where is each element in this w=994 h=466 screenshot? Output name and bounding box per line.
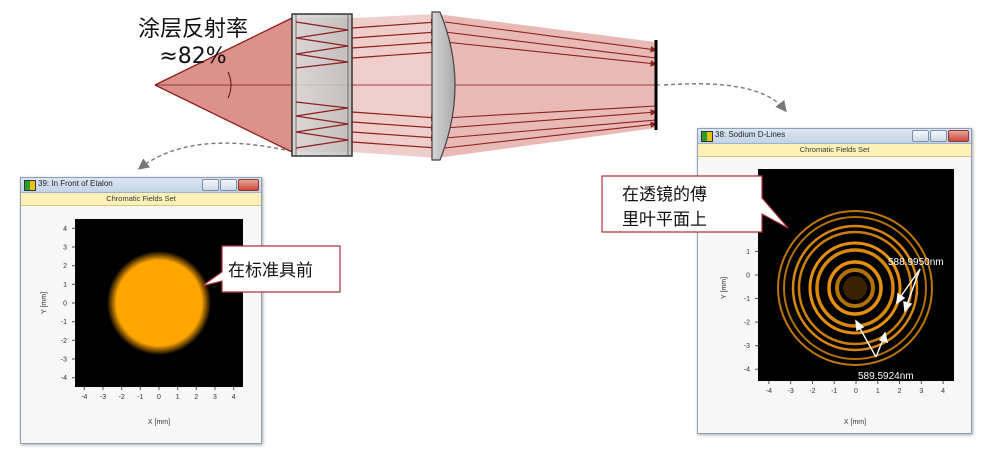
ring (783, 216, 927, 360)
x-axis-label: X [mm] (844, 419, 866, 426)
ribbon-label: Chromatic Fields Set (698, 144, 971, 157)
fringe-rings (777, 210, 933, 366)
reflections-lower (295, 101, 349, 149)
x-tick-label: -2 (119, 394, 125, 401)
etalon (291, 13, 353, 157)
converging-beam (437, 14, 656, 158)
ring (835, 268, 875, 308)
collimated-beam (352, 14, 437, 158)
x-tick-label: -3 (788, 388, 794, 395)
y-tick-label: 3 (63, 245, 67, 252)
ring (791, 224, 919, 352)
window-titlebar[interactable]: 38: Sodium D-Lines (698, 129, 971, 144)
y-axis-label: Y [mm] (41, 292, 48, 314)
callout-bubble (201, 245, 341, 293)
ring (797, 230, 913, 346)
x-tick-label: -1 (137, 394, 143, 401)
callout-line2: 里叶平面上 (622, 210, 707, 230)
y-tick-label: -4 (744, 367, 750, 374)
x-tick-label: -4 (81, 394, 87, 401)
y-tick-label: 1 (63, 282, 67, 289)
minimize-button[interactable] (202, 179, 219, 191)
link-arrow-left (137, 142, 286, 170)
x-tick-label: 3 (213, 394, 217, 401)
callout-text: 在标准具前 (228, 261, 313, 281)
output-rays-upper (351, 18, 439, 59)
x-tick-label: 3 (919, 388, 923, 395)
x-tick-label: 2 (898, 388, 902, 395)
close-button[interactable] (948, 130, 969, 142)
maximize-button[interactable] (930, 130, 947, 142)
uniform-spot (107, 251, 211, 355)
y-tick-label: -4 (61, 375, 67, 382)
x-tick-label: -4 (766, 388, 772, 395)
output-rays-lower (351, 111, 439, 149)
x-axis-label: X [mm] (148, 419, 170, 426)
ring (815, 248, 895, 328)
close-button[interactable] (238, 179, 259, 191)
x-tick-label: 2 (194, 394, 198, 401)
link-arrow-right (663, 83, 787, 113)
x-tick-label: -1 (831, 388, 837, 395)
y-tick-label: -2 (744, 320, 750, 327)
y-tick-label: -3 (744, 343, 750, 350)
callout-fourier-plane: 在透镜的傅 里叶平面上 (601, 175, 789, 233)
ring (808, 241, 902, 335)
y-tick-label: -3 (61, 357, 67, 364)
focused-rays (444, 21, 658, 149)
reflections-upper (295, 21, 349, 69)
window-titlebar[interactable]: 39: In Front of Etalon (21, 178, 261, 193)
field-plot: 588.9950nm 589.5924nm -4 -4 -3 -3 -2 -2 -1 -1 0 0… (698, 157, 971, 433)
coating-label: 涂层反射率 ≈82% (108, 16, 278, 70)
coating-label-line2: ≈82% (159, 44, 227, 69)
y-tick-label: 0 (63, 301, 67, 308)
wavelength-label-top: 588.9950nm (888, 257, 944, 268)
angle-arc (227, 71, 232, 99)
wavelength-arrows (855, 268, 921, 358)
window-sodium-d-lines[interactable]: 38: Sodium D-Lines Chromatic Fields Set (697, 128, 972, 434)
ring (827, 260, 883, 316)
window-title: 38: Sodium D-Lines (715, 130, 786, 139)
x-tick-label: -2 (809, 388, 815, 395)
x-tick-label: 1 (176, 394, 180, 401)
coating-label-line1: 涂层反射率 (137, 17, 248, 42)
callout-in-front-of-etalon: 在标准具前 (201, 245, 341, 293)
maximize-button[interactable] (220, 179, 237, 191)
y-tick-label: -1 (61, 319, 67, 326)
ring (777, 210, 933, 366)
x-tick-label: 0 (854, 388, 858, 395)
callout-bubble (601, 175, 789, 233)
x-tick-label: 0 (157, 394, 161, 401)
x-tick-label: -3 (100, 394, 106, 401)
y-tick-label: -1 (744, 296, 750, 303)
window-in-front-of-etalon[interactable]: 39: In Front of Etalon Chromatic Fields … (20, 177, 262, 444)
plot-area (758, 169, 954, 381)
ring-center (843, 276, 867, 300)
ray-top-edge (154, 17, 293, 86)
y-axis-label: Y [mm] (721, 277, 728, 299)
callout-line1: 在透镜的傅 (622, 185, 707, 205)
wavelength-label-bottom: 589.5924nm (858, 371, 914, 382)
x-tick-label: 1 (876, 388, 880, 395)
x-tick-label: 4 (941, 388, 945, 395)
minimize-button[interactable] (912, 130, 929, 142)
y-tick-label: 0 (746, 273, 750, 280)
y-tick-label: 4 (63, 226, 67, 233)
ribbon-label: Chromatic Fields Set (21, 193, 261, 206)
y-tick-label: 2 (63, 263, 67, 270)
app-icon (701, 131, 713, 142)
x-tick-label: 4 (232, 394, 236, 401)
y-tick-label: -2 (61, 338, 67, 345)
window-title: 39: In Front of Etalon (38, 179, 113, 188)
lens (431, 11, 456, 161)
ray-bottom-edge (154, 84, 293, 153)
y-tick-label: 1 (746, 249, 750, 256)
field-plot: -4 -4 -3 -3 -2 -2 -1 -1 0 0 1 1 2 2 3 3 4 4 X [mm] Y [mm] (21, 206, 261, 443)
app-icon (24, 180, 36, 191)
